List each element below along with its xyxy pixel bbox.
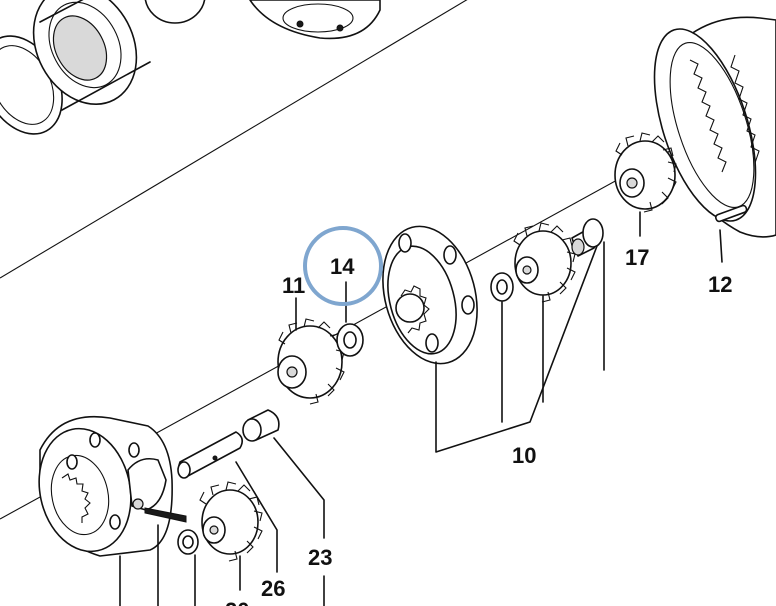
leader-lines bbox=[119, 211, 723, 606]
planet-gear-11 bbox=[277, 318, 345, 405]
washer-14 bbox=[336, 323, 364, 357]
sleeve-23 bbox=[242, 409, 280, 442]
ring-gear bbox=[653, 16, 776, 238]
carrier-plate bbox=[382, 225, 478, 365]
carrier-hub bbox=[38, 415, 187, 557]
callout-11: 11 bbox=[282, 273, 305, 298]
shaft-26 bbox=[177, 431, 244, 479]
callout-14: 14 bbox=[330, 254, 355, 279]
washer-bottom bbox=[177, 529, 199, 555]
planet-gear-bottom bbox=[199, 481, 263, 562]
bearing-assembly-top bbox=[0, 0, 206, 135]
callout-23: 23 bbox=[308, 545, 332, 570]
callout-26: 26 bbox=[261, 576, 285, 601]
planet-gear-10 bbox=[513, 222, 576, 303]
planet-gear-17 bbox=[614, 132, 677, 213]
callout-10: 10 bbox=[512, 443, 536, 468]
bushing-10 bbox=[571, 218, 604, 257]
washer-10 bbox=[490, 272, 514, 302]
callout-12: 12 bbox=[708, 272, 732, 297]
callout-labels: 11 14 17 12 10 23 26 20 bbox=[225, 245, 732, 606]
housing-flange-top bbox=[249, 0, 381, 40]
callout-17: 17 bbox=[625, 245, 649, 270]
callout-partial: 20 bbox=[225, 598, 249, 606]
highlight-circle-14 bbox=[303, 226, 383, 306]
pin-12 bbox=[714, 204, 748, 223]
